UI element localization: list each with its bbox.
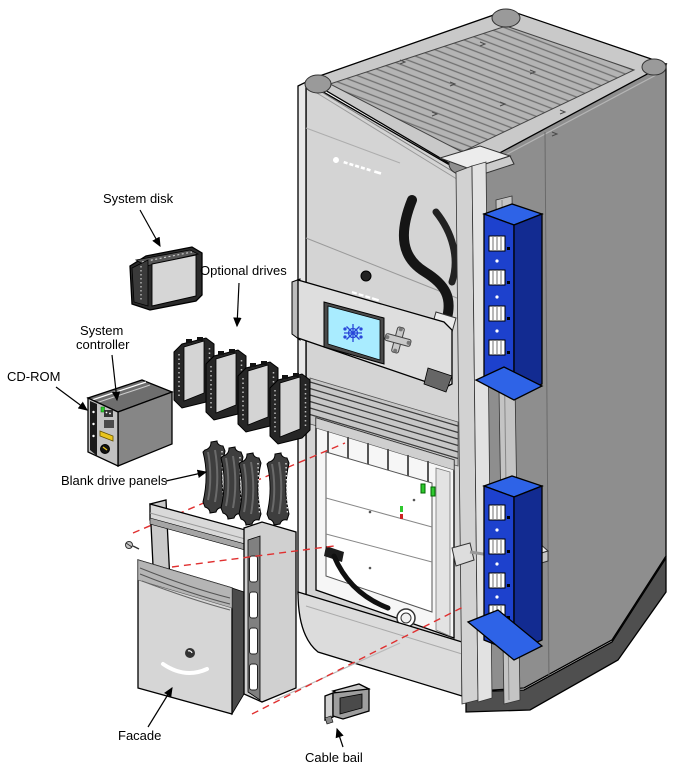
front-grille [309,377,459,467]
rack-cabinet [291,8,668,713]
label-system-controller-line2: controller [76,337,130,352]
led-red-small [400,514,403,519]
label-cd-rom: CD-ROM [7,369,60,384]
label-system-controller-line1: System [80,323,123,338]
label-optional-drives: Optional drives [200,263,287,278]
controller-led-green [100,406,105,413]
optional-drives [173,336,311,445]
keylock-icon [360,270,372,282]
brand-logo-marks [333,157,382,175]
controller-yellow-button [99,430,114,442]
system-disk [129,246,203,311]
cdrom-controller-unit [86,379,174,468]
facade-arrow [147,686,173,728]
system-disk-arrow [139,209,161,248]
facade [125,499,297,716]
snowflake-icon [343,324,363,342]
led-green [420,483,426,494]
alignment-line-facade [171,545,335,568]
facade-screw [125,541,140,550]
facade-logo-dot [185,648,195,658]
cable-bail-arrow [335,727,344,748]
label-cable-bail: Cable bail [305,750,363,765]
callouts: System disk Optional drives System contr… [7,191,363,765]
blank-drive-panels [202,440,290,526]
bay-inner-panel [325,451,433,613]
system-controller-arrow [111,354,121,402]
optional-drives-arrow [233,282,242,328]
front-bumper [297,591,463,697]
upper-blue-handle [474,203,544,401]
label-system-disk: System disk [103,191,174,206]
cable-bail [324,683,371,725]
label-blank-drive-panels: Blank drive panels [61,473,168,488]
facade-side-column [243,521,297,703]
alignment-line-bottom [251,605,466,715]
module-label-marks [351,291,380,302]
led-green-small [400,506,403,512]
open-drive-bay [315,417,455,639]
lcd-display-module [291,278,453,393]
blank-drive-panels-arrow [165,469,208,482]
rack-top-vent [304,8,668,182]
lower-blue-handle [466,475,544,661]
navigation-cross-button [384,326,412,354]
led-green [430,486,436,497]
facade-swoosh [161,662,209,675]
cd-rom-arrow [55,386,88,411]
label-facade: Facade [118,728,161,743]
